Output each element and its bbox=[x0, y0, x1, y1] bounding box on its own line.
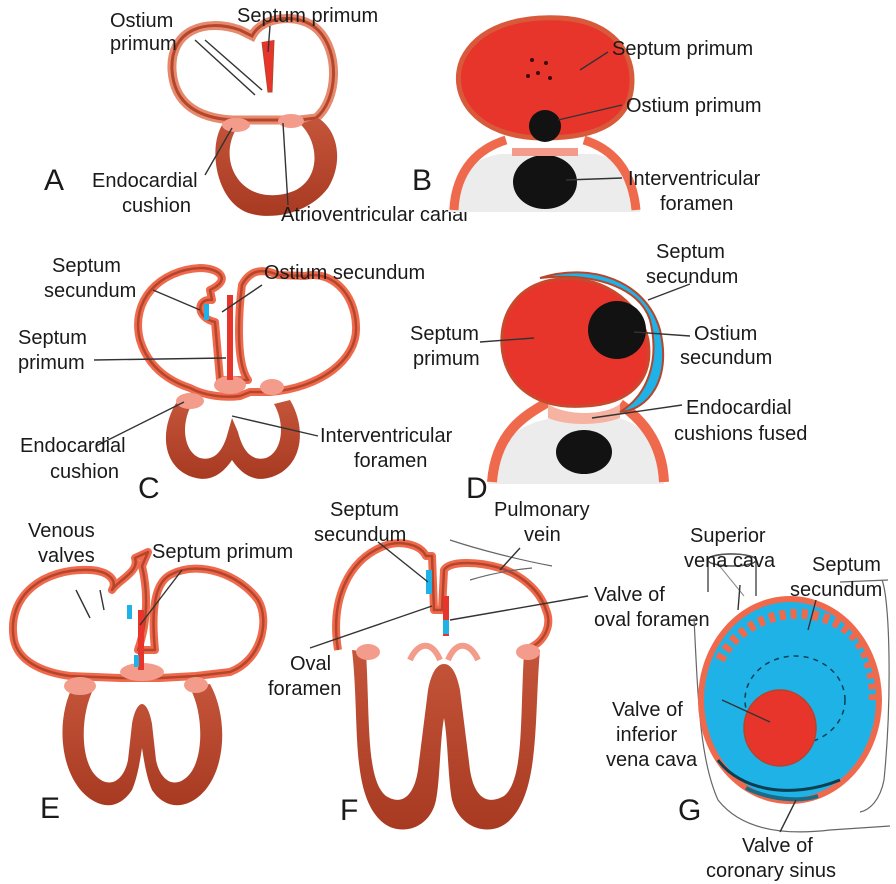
panel-c-heart bbox=[138, 268, 356, 479]
panel-e-heart bbox=[13, 552, 263, 805]
label-coronary-sinus-2: coronary sinus bbox=[706, 860, 836, 882]
label-endocardial-cushion-a-1: Endocardial bbox=[92, 170, 198, 192]
panel-e: Venous valves Septum primum E bbox=[13, 520, 293, 825]
panel-letter-d: D bbox=[466, 472, 488, 505]
label-septum-primum-a: Septum primum bbox=[237, 5, 378, 27]
label-ostium-primum-b: Ostium primum bbox=[626, 95, 762, 117]
panel-g: Superior vena cava Septum secundum Valve… bbox=[606, 525, 890, 882]
label-ostium-secundum-d-2: secundum bbox=[680, 347, 772, 369]
label-svc-1: Superior bbox=[690, 525, 766, 547]
label-septum-secundum-f-2: secundum bbox=[314, 524, 406, 546]
panel-letter-e: E bbox=[40, 792, 60, 825]
label-septum-primum-c-1: Septum bbox=[18, 327, 87, 349]
label-septum-secundum-g-1: Septum bbox=[812, 554, 881, 576]
label-valve-oval-foramen-1: Valve of bbox=[594, 584, 665, 606]
label-cushions-fused-d-2: cushions fused bbox=[674, 423, 807, 445]
label-septum-secundum-g-2: secundum bbox=[790, 579, 882, 601]
label-endocardial-cushion-a-2: cushion bbox=[122, 195, 191, 217]
panel-f: Septum secundum Pulmonary vein Valve of … bbox=[268, 499, 710, 830]
label-ostium-primum-a-1: Ostium bbox=[110, 10, 173, 32]
label-septum-primum-e: Septum primum bbox=[152, 541, 293, 563]
label-ostium-secundum-c: Ostium secundum bbox=[264, 262, 425, 284]
label-oval-foramen-2: foramen bbox=[268, 678, 341, 700]
label-septum-primum-d-2: primum bbox=[413, 348, 480, 370]
panel-f-heart bbox=[336, 540, 552, 830]
panel-a: Ostium primum Septum primum A Endocardia… bbox=[44, 5, 468, 226]
panel-letter-f: F bbox=[340, 794, 358, 827]
panel-letter-g: G bbox=[678, 794, 701, 827]
label-septum-secundum-d-1: Septum bbox=[656, 241, 725, 263]
leader-f-oval-foramen bbox=[310, 606, 432, 648]
panel-d: Septum secundum Septum primum Ostium sec… bbox=[410, 241, 807, 505]
leader-c-iv-foramen bbox=[232, 416, 318, 436]
label-cushions-fused-d-1: Endocardial bbox=[686, 397, 792, 419]
label-ostium-secundum-d-1: Ostium bbox=[694, 323, 757, 345]
panel-letter-a: A bbox=[44, 164, 64, 197]
label-venous-valves-1: Venous bbox=[28, 520, 95, 542]
leader-a-av-canal bbox=[283, 123, 288, 205]
label-venous-valves-2: valves bbox=[38, 545, 95, 567]
label-ostium-primum-a-2: primum bbox=[110, 33, 177, 55]
label-endocardial-cushion-c-2: cushion bbox=[50, 461, 119, 483]
leader-g-coronary-sinus bbox=[780, 800, 796, 832]
panel-c: Septum secundum Ostium secundum Septum p… bbox=[18, 255, 453, 505]
label-septum-secundum-d-2: secundum bbox=[646, 266, 738, 288]
label-pulmonary-vein-1: Pulmonary bbox=[494, 499, 590, 521]
label-septum-primum-c-2: primum bbox=[18, 352, 85, 374]
leader-f-valve-oval-foramen bbox=[450, 596, 588, 620]
label-septum-secundum-f-1: Septum bbox=[330, 499, 399, 521]
panel-letter-b: B bbox=[412, 164, 432, 197]
label-septum-secundum-c-2: secundum bbox=[44, 280, 136, 302]
label-valve-ivc-2: inferior bbox=[616, 724, 677, 746]
label-pulmonary-vein-2: vein bbox=[524, 524, 561, 546]
label-iv-foramen-c-1: Interventricular bbox=[320, 425, 453, 447]
label-septum-primum-b: Septum primum bbox=[612, 38, 753, 60]
label-valve-oval-foramen-2: oval foramen bbox=[594, 609, 710, 631]
panel-d-heart bbox=[488, 272, 664, 484]
label-valve-ivc-1: Valve of bbox=[612, 699, 683, 721]
label-iv-foramen-b-2: foramen bbox=[660, 193, 733, 215]
label-oval-foramen-1: Oval bbox=[290, 653, 331, 675]
panel-b: Septum primum Ostium primum B Interventr… bbox=[412, 18, 762, 215]
label-av-canal: Atrioventricular canal bbox=[281, 204, 468, 226]
panel-letter-c: C bbox=[138, 472, 160, 505]
label-valve-ivc-3: vena cava bbox=[606, 749, 698, 771]
label-iv-foramen-b-1: Interventricular bbox=[628, 168, 761, 190]
label-coronary-sinus-1: Valve of bbox=[742, 835, 813, 857]
label-endocardial-cushion-c-1: Endocardial bbox=[20, 435, 126, 457]
label-septum-primum-d-1: Septum bbox=[410, 323, 479, 345]
label-iv-foramen-c-2: foramen bbox=[354, 450, 427, 472]
label-svc-2: vena cava bbox=[684, 550, 776, 572]
label-septum-secundum-c-1: Septum bbox=[52, 255, 121, 277]
